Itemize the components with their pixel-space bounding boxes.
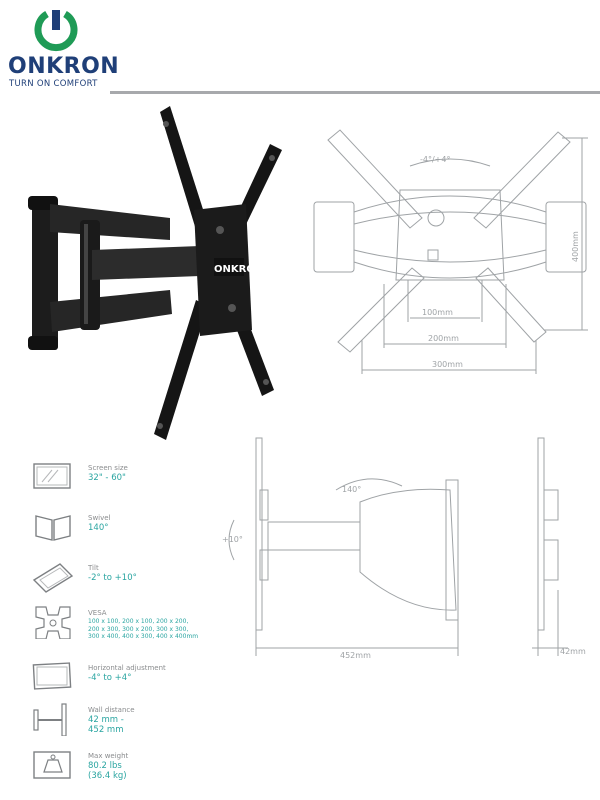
swivel-icon (35, 515, 71, 541)
brand-tagline: TURN ON COMFORT (9, 79, 98, 89)
header-divider (110, 91, 600, 94)
spec-tilt: Tilt -2° to +10° (32, 560, 292, 606)
spec-value: 100 x 100, 200 x 100, 200 x 200, 200 x 3… (88, 618, 199, 640)
spec-screen-size: Screen size 32" - 60" (32, 460, 292, 506)
spec-value: 140° (88, 523, 109, 533)
spec-value: 32" - 60" (88, 473, 126, 483)
spec-swivel: Swivel 140° (32, 510, 292, 556)
spec-label: Screen size (88, 464, 128, 472)
spec-vesa: VESA 100 x 100, 200 x 100, 200 x 200, 20… (32, 605, 292, 651)
screen-size-icon (33, 463, 71, 489)
vesa-100-label: 100mm (422, 308, 453, 317)
spec-value: 80.2 lbs (36.4 kg) (88, 761, 127, 781)
front-tilt-label: -4°/+4° (420, 155, 450, 164)
top-view-drawing: 140° +10° 452mm (222, 437, 459, 660)
horizontal-adjustment-icon (32, 662, 72, 690)
spec-label: Swivel (88, 514, 111, 522)
spec-max-weight: Max weight 80.2 lbs (36.4 kg) (32, 748, 292, 794)
top-tilt-label: +10° (222, 535, 243, 544)
vesa-icon (35, 606, 71, 639)
vesa-400-label: 400mm (571, 231, 580, 262)
max-weight-icon (33, 751, 71, 779)
tilt-icon (32, 563, 74, 593)
spec-value: -4° to +4° (88, 673, 132, 683)
side-view-drawing: 42mm (532, 437, 586, 656)
power-icon (34, 10, 78, 52)
spec-value: 42 mm - 452 mm (88, 715, 124, 735)
spec-horizontal-adjustment: Horizontal adjustment -4° to +4° (32, 660, 292, 706)
brand-name: ONKRON (8, 54, 120, 79)
spec-label: Tilt (88, 564, 99, 572)
spec-label: Max weight (88, 752, 129, 760)
top-swivel-label: 140° (342, 485, 361, 494)
product-image: ONKRON (28, 106, 282, 440)
spec-label: Wall distance (88, 706, 135, 714)
vesa-200-label: 200mm (428, 334, 459, 343)
spec-value: -2° to +10° (88, 573, 137, 583)
product-logo: ONKRON (214, 264, 263, 275)
min-depth-label: 42mm (560, 647, 586, 656)
vesa-300-label: 300mm (432, 360, 463, 369)
spec-label: VESA (88, 609, 107, 617)
front-view-drawing: -4°/+4° 100mm 200mm 300mm 400mm (313, 129, 588, 374)
spec-wall-distance: Wall distance 42 mm - 452 mm (32, 702, 292, 748)
spec-label: Horizontal adjustment (88, 664, 166, 672)
wall-distance-icon (33, 703, 67, 736)
max-depth-label: 452mm (340, 651, 371, 660)
